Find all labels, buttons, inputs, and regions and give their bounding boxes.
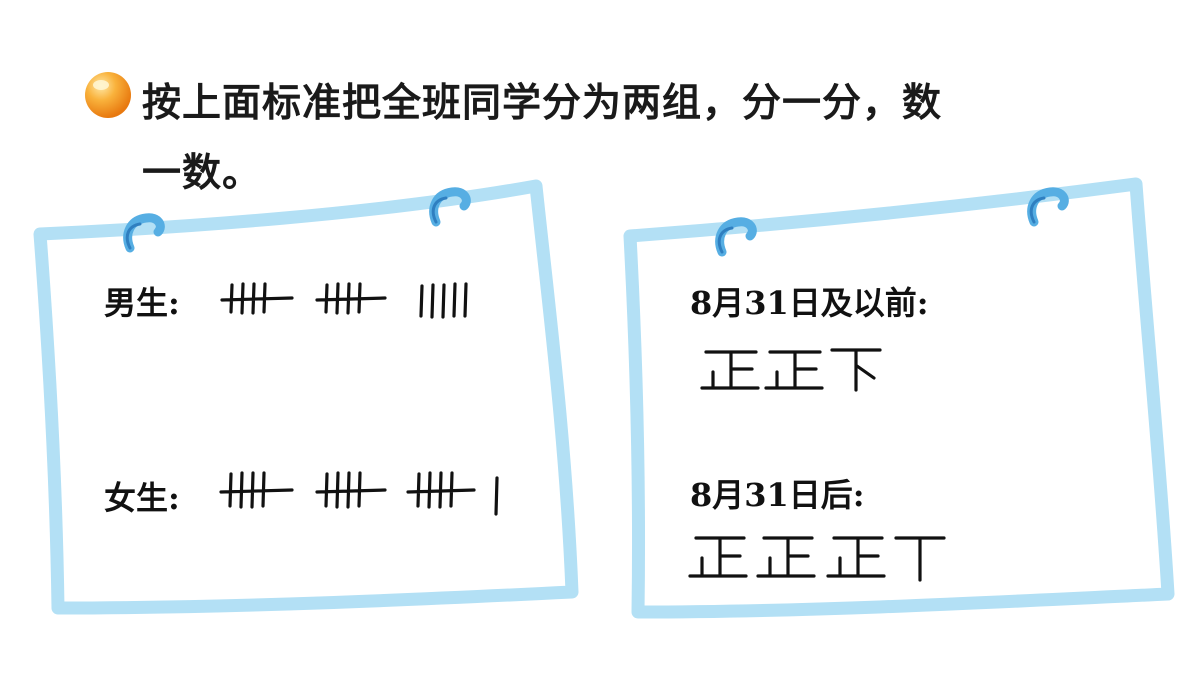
- paper-clip-icon: [429, 187, 471, 227]
- left-tally-board: [33, 179, 579, 615]
- boys-tally-marks: [220, 282, 468, 319]
- before-zheng-marks: [700, 348, 882, 392]
- before-aug31-label: 8月31日及以前:: [690, 284, 929, 322]
- paper-clip-icon: [123, 213, 165, 253]
- after-zheng-marks: [688, 536, 946, 582]
- paper-clip-icon: [715, 217, 757, 257]
- orange-bullet-icon: [85, 72, 131, 118]
- girls-label: 女生:: [104, 479, 180, 517]
- right-tally-board: [623, 177, 1175, 619]
- instruction-text-line-1: 按上面标准把全班同学分为两组，分一分，数: [142, 81, 943, 126]
- after-aug31-label: 8月31日后:: [690, 476, 865, 514]
- girls-tally-marks: [219, 471, 499, 516]
- paper-clip-icon: [1027, 187, 1069, 227]
- instruction-text-line-2: 一数。: [142, 151, 263, 196]
- boys-label: 男生:: [104, 284, 180, 322]
